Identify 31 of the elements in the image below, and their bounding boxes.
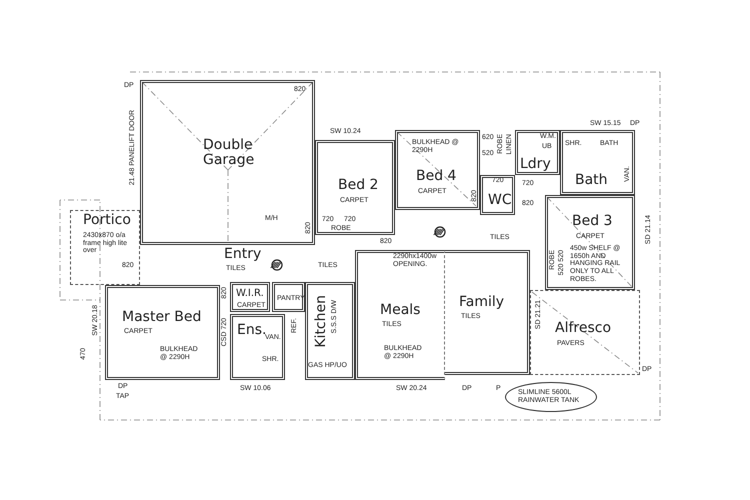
room-name: Bed 4 [416, 169, 456, 184]
porch-area [70, 210, 140, 285]
room-name: Alfresco [555, 321, 612, 336]
rainwater-tank [505, 382, 597, 412]
room [515, 130, 560, 175]
room-name: Bath [575, 173, 608, 188]
room [305, 282, 355, 380]
room [105, 285, 220, 380]
room-name: Bed 2 [338, 178, 378, 194]
room-name: Ens. [237, 323, 266, 338]
room [545, 195, 635, 290]
room [445, 250, 530, 375]
room-name: Portico [83, 213, 131, 228]
room-name: Meals [380, 303, 420, 318]
room-name: Double Garage [203, 138, 256, 169]
room-name: Family [459, 295, 504, 310]
room-name: Ldry [520, 157, 551, 172]
room [315, 140, 395, 235]
room [530, 290, 640, 375]
room [230, 282, 270, 312]
room [395, 130, 480, 210]
room-name: W.I.R. [236, 288, 264, 299]
room-name: Kitchen [314, 295, 330, 348]
room [480, 175, 515, 215]
room [230, 314, 285, 380]
room [560, 130, 635, 195]
room [355, 250, 445, 380]
room-name: Entry [224, 247, 262, 262]
room-name: WC [488, 193, 512, 208]
room-name: Bed 3 [572, 214, 612, 230]
room-name: Master Bed [122, 310, 202, 326]
